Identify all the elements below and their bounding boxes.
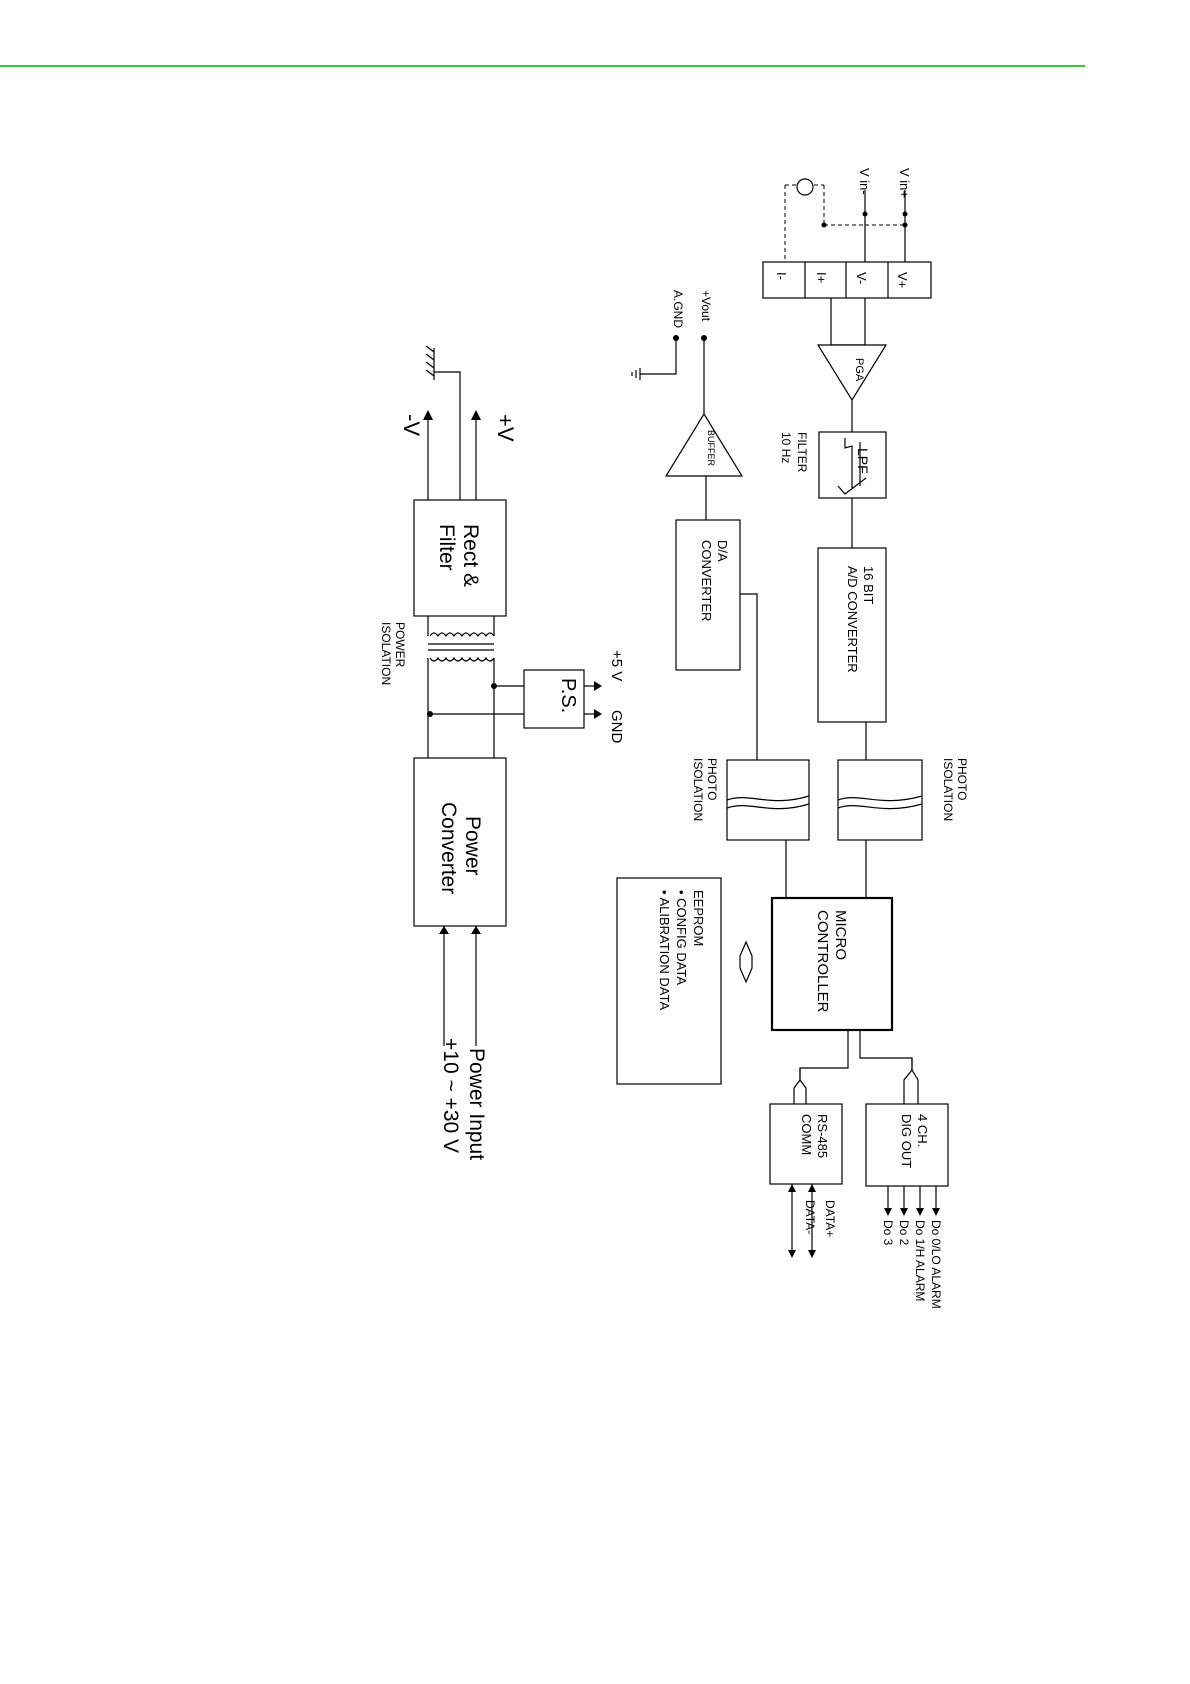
eeprom-label-1: EEPROM — [691, 890, 706, 946]
rs485-label-1: RS-485 — [815, 1114, 830, 1158]
eeprom-label-3: • ALIBRATION DATA — [657, 890, 672, 1010]
pga-amplifier — [816, 344, 888, 402]
filter-freq-label: 10 Hz — [779, 432, 793, 463]
rs485-block — [769, 1103, 843, 1185]
terminal-iplus: I+ — [814, 272, 829, 283]
filter-label: FILTER — [795, 432, 809, 473]
power-iso-label-1: POWER — [393, 622, 407, 668]
conv-label-2: Converter — [437, 802, 460, 894]
data-minus-label: DATA- — [803, 1200, 817, 1234]
terminal-block — [762, 261, 932, 299]
output-buffer — [664, 412, 744, 477]
rect-label-2: Filter — [435, 524, 458, 571]
lpf-label: LPF — [855, 448, 871, 474]
rect-label-1: Rect & — [459, 524, 482, 587]
rs485-label-2: COMM — [799, 1114, 814, 1155]
current-source-icon — [796, 178, 814, 196]
adc-block — [817, 547, 887, 723]
signal-path: V in+ V in- V+ V- I+ I- PGA LPF FILTER 1… — [616, 168, 969, 1309]
ps-block — [523, 669, 585, 729]
chassis-ground-icon — [425, 345, 435, 380]
adc-label-1: 16 BIT — [861, 566, 876, 604]
vout-label: +Vout — [699, 290, 713, 322]
do1-label: Do 1/H ALARM — [913, 1220, 927, 1301]
do0-label: Do 0/LO ALARM — [929, 1220, 943, 1309]
plus5v-label: +5 V — [608, 650, 625, 681]
dac-label-1: D/A — [715, 540, 730, 562]
agnd-label: A.GND — [671, 290, 685, 328]
ground-icon — [631, 368, 641, 380]
photo1-label-1: PHOTO — [955, 758, 969, 800]
power-path: +V -V Rect & Filter POWER ISOLATION P.S. — [379, 345, 625, 1160]
photo2-label-1: PHOTO — [705, 758, 719, 800]
eeprom-block — [616, 877, 722, 1085]
conv-label-1: Power — [461, 816, 484, 876]
vin-plus-label: V in+ — [897, 168, 912, 198]
plus-v-label: +V — [493, 414, 518, 442]
buffer-label: BUFFER — [706, 430, 716, 467]
dig-out-block — [865, 1103, 949, 1187]
power-iso-label-2: ISOLATION — [379, 622, 393, 685]
ps-label: P.S. — [557, 678, 579, 713]
power-input-range-label: +10 ~ +30 V — [439, 1038, 462, 1153]
micro-label-2: CONTROLLER — [814, 910, 831, 1013]
pga-label: PGA — [853, 358, 865, 382]
isolation-transformer-icon — [427, 616, 495, 758]
dac-label-2: CONVERTER — [699, 540, 714, 621]
eeprom-label-2: • CONFIG DATA — [674, 890, 689, 985]
power-converter-block — [413, 757, 507, 927]
gnd-label: GND — [608, 710, 625, 744]
digout-label-2: DIG OUT — [899, 1114, 914, 1168]
rect-filter-block — [413, 499, 507, 617]
terminal-vminus: V- — [854, 272, 869, 284]
vin-minus-label: V in- — [857, 168, 872, 195]
micro-label-1: MICRO — [832, 910, 849, 960]
do2-label: Do 2 — [897, 1220, 911, 1246]
photo2-label-2: ISOLATION — [691, 758, 705, 821]
eeprom-bus-icon — [739, 940, 753, 984]
do3-label: Do 3 — [881, 1220, 895, 1246]
photo1-label-2: ISOLATION — [941, 758, 955, 821]
terminal-iminus: I- — [774, 272, 789, 280]
adc-label-2: A/D CONVERTER — [845, 566, 860, 673]
digout-label-1: 4 CH. — [915, 1114, 930, 1147]
data-plus-label: DATA+ — [823, 1200, 837, 1237]
dac-block — [675, 519, 741, 671]
microcontroller-block — [770, 896, 894, 1032]
minus-v-label: -V — [399, 414, 424, 436]
power-input-label: Power Input — [465, 1048, 488, 1160]
terminal-vplus: V+ — [895, 272, 910, 288]
